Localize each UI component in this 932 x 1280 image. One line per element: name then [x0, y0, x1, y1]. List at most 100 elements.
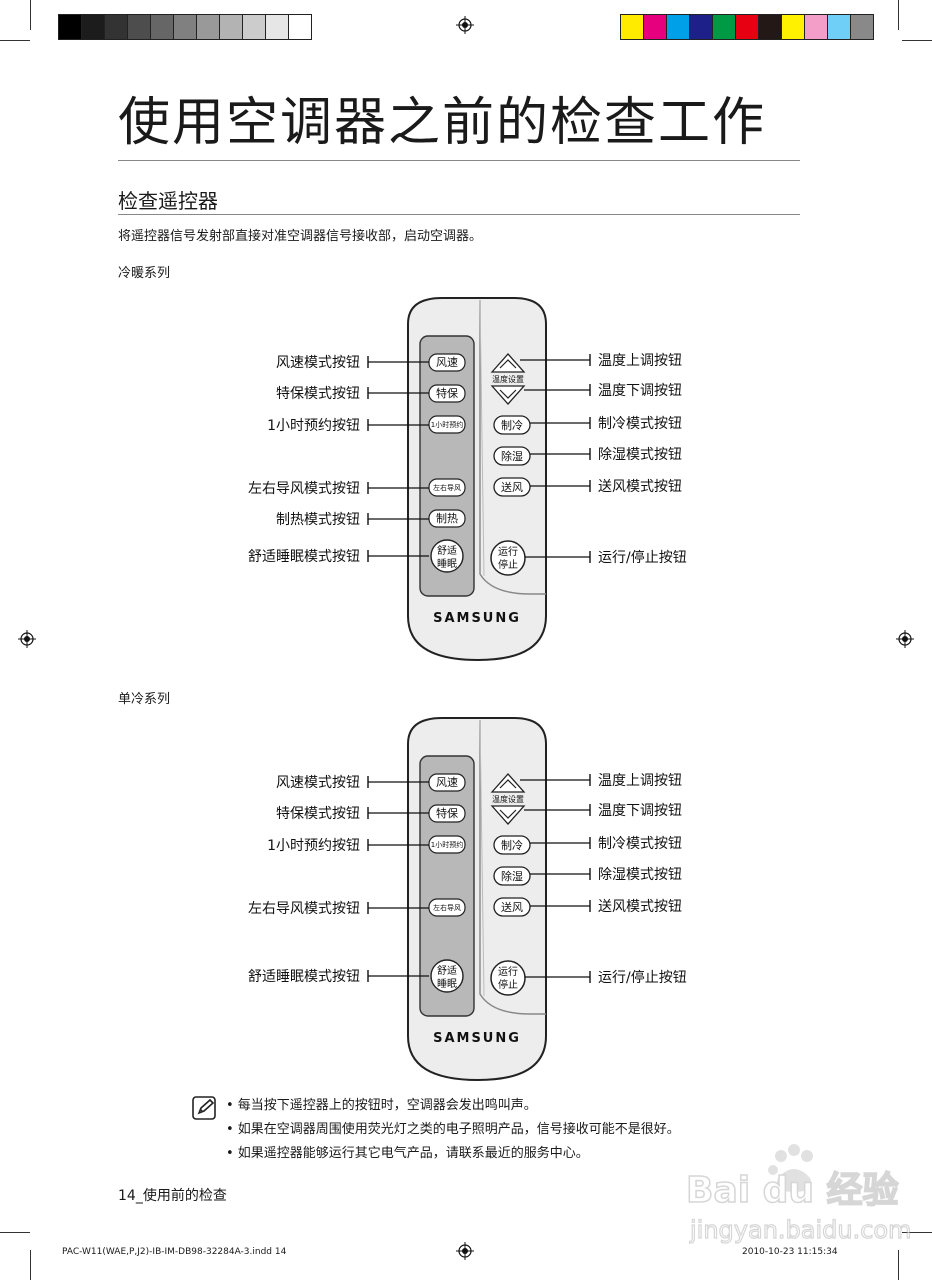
title-rule: [118, 160, 800, 161]
section-title: 检查遥控器: [118, 188, 218, 214]
remote-button-label: 左右导风: [433, 903, 461, 912]
remote-svg: 风速特保1小时预约左右导风制热舒适睡眠温度设置制冷除湿送风运行停止SAMSUNG…: [230, 294, 710, 664]
button-callout-label: 左右导风模式按钮: [248, 481, 360, 497]
button-callout-label: 温度下调按钮: [598, 383, 682, 399]
calibration-swatch: [713, 15, 736, 39]
remote-button-label: 制热: [436, 512, 458, 525]
print-slug-file: PAC-W11(WAE,P,J2)-IB-IM-DB98-32284A-3.in…: [62, 1246, 286, 1258]
registration-mark-icon: [456, 1242, 474, 1260]
watermark-logo: Bai du 经验: [686, 1170, 899, 1211]
sleep-button-label: 舒适: [437, 964, 457, 977]
crop-mark: [0, 40, 30, 41]
button-callout-label: 制冷模式按钮: [598, 836, 682, 852]
power-button-label: 停止: [498, 558, 518, 571]
print-slug-date: 2010-10-23 11:15:34: [742, 1246, 838, 1258]
calibration-swatch: [782, 15, 805, 39]
remote-button-label: 制冷: [501, 839, 523, 852]
calibration-swatch: [105, 15, 128, 39]
button-callout-label: 制热模式按钮: [276, 512, 360, 528]
button-callout-label: 风速模式按钮: [276, 775, 360, 791]
color-calibration-bar: [620, 14, 874, 40]
gray-calibration-bar: [58, 14, 312, 40]
series-label-heat-cool: 冷暖系列: [118, 265, 170, 283]
calibration-swatch: [828, 15, 851, 39]
button-callout-label: 除湿模式按钮: [598, 867, 682, 883]
calibration-swatch: [690, 15, 713, 39]
button-callout-label: 1小时预约按钮: [267, 838, 360, 854]
remote-button-label: 除湿: [501, 449, 523, 463]
remote-button-label: 除湿: [501, 869, 523, 883]
calibration-swatch: [151, 15, 174, 39]
power-button-label: 停止: [498, 978, 518, 991]
button-callout-label: 1小时预约按钮: [267, 418, 360, 434]
temp-setting-label: 温度设置: [492, 374, 524, 384]
button-callout-label: 制冷模式按钮: [598, 416, 682, 432]
crop-mark: [902, 40, 932, 41]
baidu-jingyan-watermark: Bai du 经验 jingyan.baidu.com: [680, 1142, 920, 1246]
remote-button-label: 1小时预约: [431, 840, 463, 849]
calibration-swatch: [243, 15, 266, 39]
button-callout-label: 左右导风模式按钮: [248, 901, 360, 917]
section-rule: [118, 214, 800, 215]
button-callout-label: 温度下调按钮: [598, 803, 682, 819]
calibration-swatch: [289, 15, 311, 39]
calibration-swatch: [220, 15, 243, 39]
button-callout-label: 温度上调按钮: [598, 353, 682, 369]
remote-button-label: 风速: [436, 356, 458, 369]
series-label-cool-only: 单冷系列: [118, 691, 170, 709]
remote-diagram-cool-only: 风速特保 1小时预约左右导风舒适睡眠 温度设置制冷除湿送风运行停止 SAMSUNG 风速…: [230, 714, 710, 1084]
calibration-swatch: [736, 15, 759, 39]
button-callout-label: 风速模式按钮: [276, 355, 360, 371]
note-item: • 每当按下遥控器上的按钮时，空调器会发出鸣叫声。: [226, 1094, 786, 1118]
crop-mark: [898, 0, 899, 30]
registration-mark-icon: [896, 630, 914, 648]
remote-button-label: 送风: [501, 480, 523, 494]
remote-button-label: 1小时预约: [431, 420, 463, 429]
sleep-button-label: 舒适: [437, 544, 457, 557]
calibration-swatch: [851, 15, 873, 39]
page-footer: 14_使用前的检查: [118, 1186, 227, 1206]
temp-setting-label: 温度设置: [492, 794, 524, 804]
intro-text: 将遥控器信号发射部直接对准空调器信号接收部，启动空调器。: [118, 228, 482, 246]
calibration-swatch: [174, 15, 197, 39]
button-callout-label: 送风模式按钮: [598, 479, 682, 495]
remote-button-label: 左右导风: [433, 483, 461, 492]
button-callout-label: 舒适睡眠模式按钮: [248, 549, 360, 565]
button-callout-label: 运行/停止按钮: [598, 549, 687, 566]
watermark-url: jingyan.baidu.com: [689, 1216, 911, 1244]
calibration-swatch: [197, 15, 220, 39]
calibration-swatch: [759, 15, 782, 39]
power-button-label: 运行: [498, 965, 518, 978]
brand-logo: SAMSUNG: [433, 1031, 521, 1046]
note-item: • 如果在空调器周围使用荧光灯之类的电子照明产品，信号接收可能不是很好。: [226, 1118, 786, 1142]
button-callout-label: 除湿模式按钮: [598, 447, 682, 463]
calibration-swatch: [59, 15, 82, 39]
button-callout-label: 送风模式按钮: [598, 899, 682, 915]
remote-button-label: 特保: [436, 386, 458, 400]
button-callout-label: 特保模式按钮: [276, 386, 360, 402]
button-callout-label: 特保模式按钮: [276, 806, 360, 822]
remote-button-label: 风速: [436, 776, 458, 789]
remote-button-label: 制冷: [501, 419, 523, 432]
button-callout-label: 舒适睡眠模式按钮: [248, 969, 360, 985]
power-button-label: 运行: [498, 545, 518, 558]
remote-button-label: 送风: [501, 900, 523, 914]
calibration-swatch: [644, 15, 667, 39]
calibration-swatch: [128, 15, 151, 39]
sleep-button-label: 睡眠: [437, 977, 457, 990]
button-callout-label: 温度上调按钮: [598, 773, 682, 789]
button-callout-label: 运行/停止按钮: [598, 969, 687, 986]
crop-mark: [30, 0, 31, 30]
page-title: 使用空调器之前的检查工作: [118, 88, 766, 158]
calibration-swatch: [667, 15, 690, 39]
registration-mark-icon: [456, 16, 474, 34]
crop-mark: [0, 1232, 30, 1233]
crop-mark: [30, 1250, 31, 1280]
calibration-swatch: [266, 15, 289, 39]
calibration-swatch: [805, 15, 828, 39]
remote-button-label: 特保: [436, 806, 458, 820]
registration-mark-icon: [18, 630, 36, 648]
calibration-swatch: [82, 15, 105, 39]
